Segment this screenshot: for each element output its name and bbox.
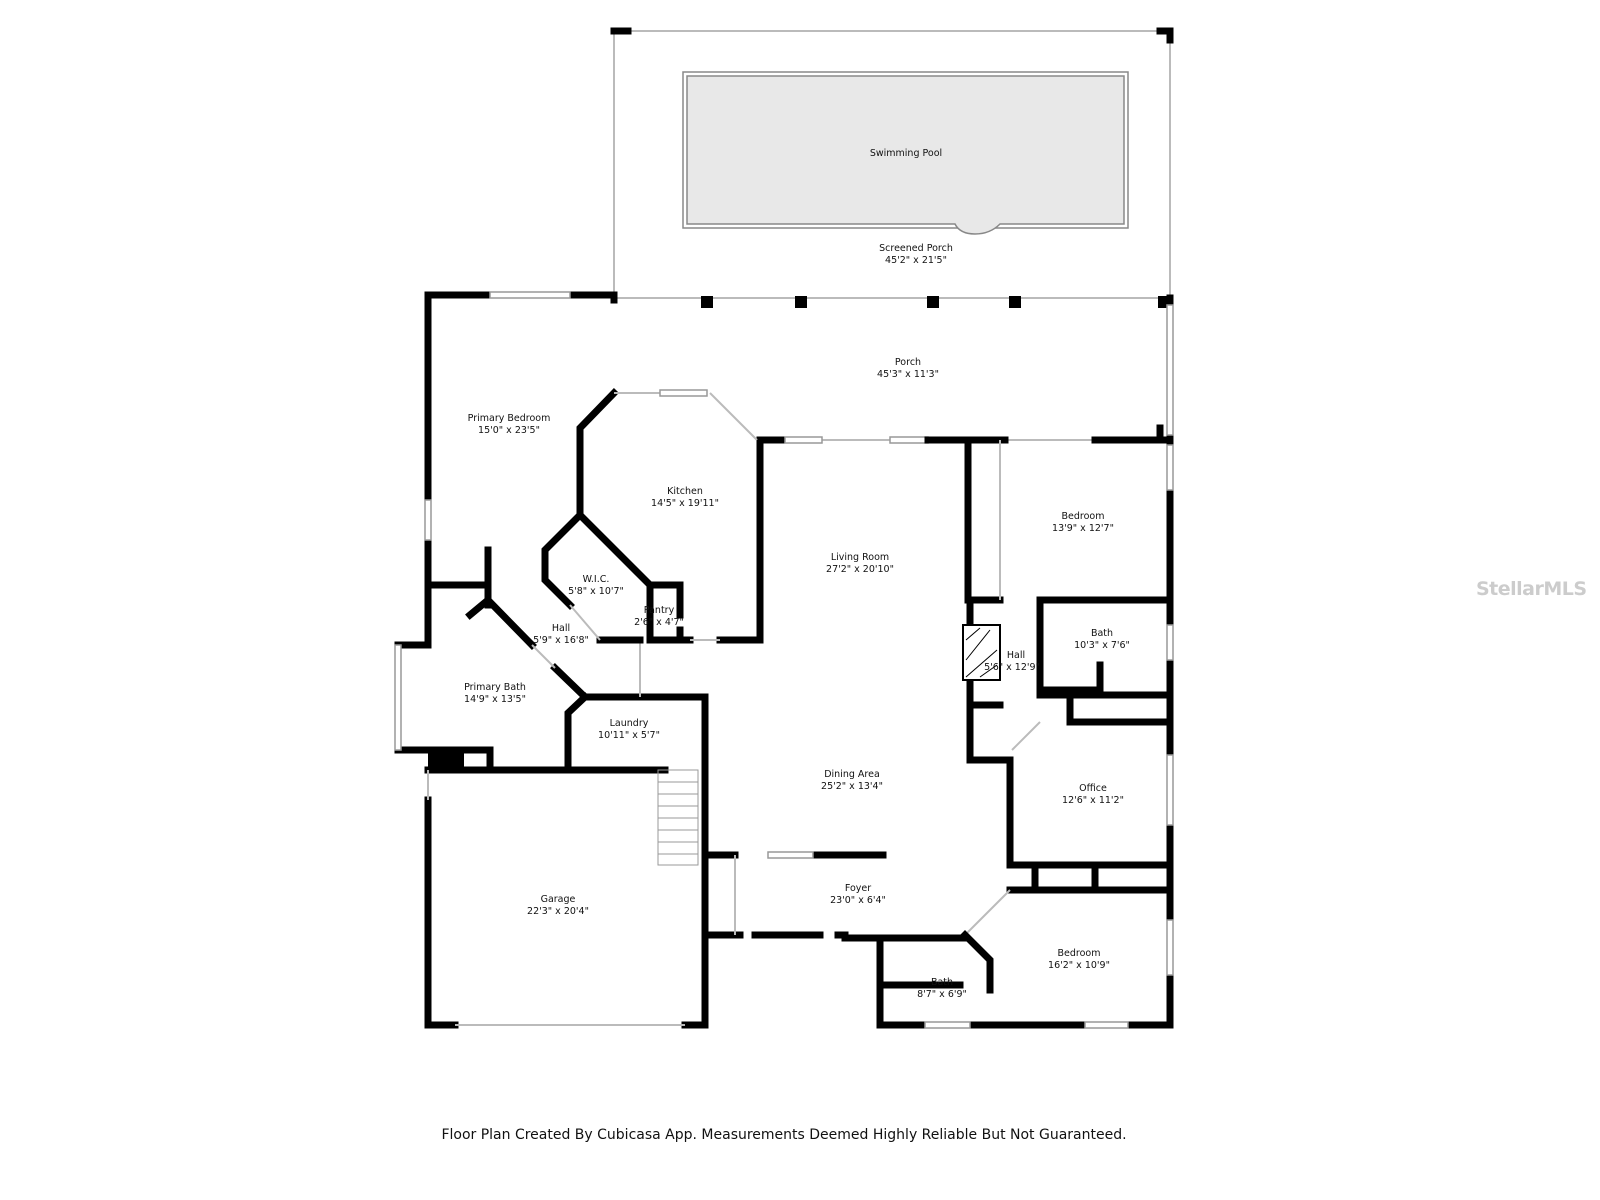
stairs: [657, 769, 699, 866]
room-name: Pantry: [644, 605, 675, 616]
watermark: StellarMLS: [1476, 578, 1587, 600]
room-name: Swimming Pool: [870, 148, 942, 159]
room-dims: 22'3" x 20'4": [527, 906, 589, 917]
room-name: Primary Bath: [464, 682, 526, 693]
room-name: Living Room: [831, 552, 889, 563]
room-dims: 5'8" x 10'7": [568, 586, 624, 597]
room-dims: 15'0" x 23'5": [478, 425, 540, 436]
room-dims: 23'0" x 6'4": [830, 895, 886, 906]
room-name: Bath: [1091, 628, 1113, 639]
room-dims: 5'6" x 12'9": [984, 662, 1040, 673]
room-labels: Swimming Pool Screened Porch 45'2" x 21'…: [464, 148, 1130, 1000]
room-dims: 27'2" x 20'10": [826, 564, 894, 575]
swimming-pool: [686, 75, 1125, 235]
room-dims: 14'5" x 19'11": [651, 498, 719, 509]
room-name: Dining Area: [824, 769, 880, 780]
room-dims: 13'9" x 12'7": [1052, 523, 1114, 534]
room-dims: 16'2" x 10'9": [1048, 960, 1110, 971]
room-name: Screened Porch: [879, 243, 953, 254]
room-name: Hall: [552, 623, 570, 634]
room-dims: 8'7" x 6'9": [917, 989, 967, 1000]
room-name: Porch: [895, 357, 921, 368]
room-name: Hall: [1007, 650, 1025, 661]
room-dims: 14'9" x 13'5": [464, 694, 526, 705]
screened-porch-enclosure: [610, 27, 1174, 308]
room-name: Laundry: [610, 718, 649, 729]
room-dims: 5'9" x 16'8": [533, 635, 589, 646]
room-dims: 10'3" x 7'6": [1074, 640, 1130, 651]
room-dims: 45'3" x 11'3": [877, 369, 939, 380]
room-name: Office: [1079, 783, 1107, 794]
room-name: Bedroom: [1062, 511, 1105, 522]
room-name: Bath: [931, 977, 953, 988]
room-name: Garage: [541, 894, 576, 905]
walls: [394, 291, 1174, 1029]
room-dims: 25'2" x 13'4": [821, 781, 883, 792]
room-dims: 45'2" x 21'5": [885, 255, 947, 266]
room-name: W.I.C.: [583, 574, 610, 585]
room-name: Foyer: [845, 883, 871, 894]
room-dims: 12'6" x 11'2": [1062, 795, 1124, 806]
room-dims: 10'11" x 5'7": [598, 730, 660, 741]
footer-disclaimer: Floor Plan Created By Cubicasa App. Meas…: [441, 1127, 1127, 1143]
room-dims: 2'6" x 4'7": [634, 617, 684, 628]
room-name: Bedroom: [1058, 948, 1101, 959]
room-name: Primary Bedroom: [468, 413, 551, 424]
room-name: Kitchen: [667, 486, 703, 497]
